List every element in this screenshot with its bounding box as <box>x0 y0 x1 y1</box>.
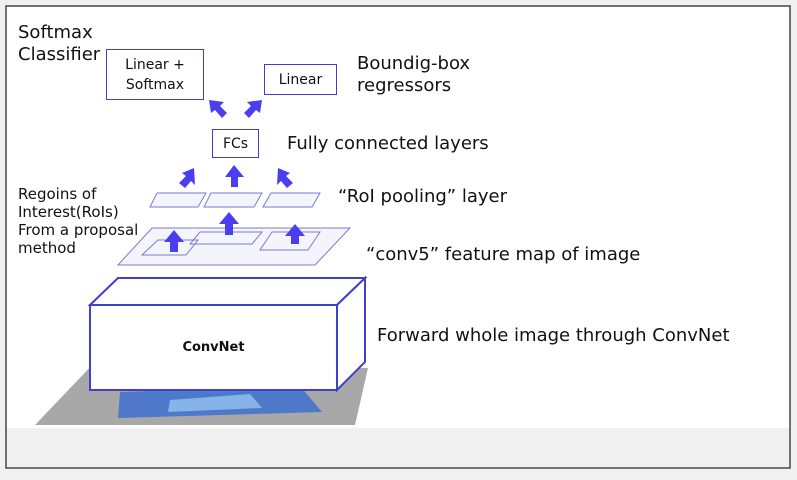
arrows-fcs-to-heads <box>209 100 262 118</box>
linear-softmax-box: Linear + Softmax <box>106 49 204 100</box>
linear-softmax-label: Linear + Softmax <box>125 56 185 93</box>
fcs-label: FCs <box>222 135 249 152</box>
up-left-arrow-icon <box>209 100 227 118</box>
roi-region-1 <box>140 239 200 256</box>
softmax-classifier-label: Softmax Classifier <box>18 22 101 65</box>
roi-region-3 <box>259 231 321 251</box>
roi-pool-tile-2 <box>203 192 263 208</box>
convnet-label-box: ConvNet <box>92 307 335 388</box>
conv5-feature-map <box>116 227 352 266</box>
up-arrow-icon <box>164 230 184 252</box>
forward-image-label: Forward whole image through ConvNet <box>377 325 730 346</box>
up-right-arrow-icon <box>244 100 262 118</box>
rois-label: Regoins of Interest(RoIs) From a proposa… <box>18 185 139 257</box>
linear-box: Linear <box>264 64 337 95</box>
up-right-arrow-icon <box>179 168 195 188</box>
up-arrow-icon <box>225 165 244 187</box>
linear-label: Linear <box>278 71 323 88</box>
fcs-box: FCs <box>212 129 259 158</box>
input-image-highlight <box>168 394 262 412</box>
roi-pool-tile-3 <box>262 192 321 208</box>
conv5-feature-map-label: “conv5” feature map of image <box>366 244 641 265</box>
slide-footer-band <box>7 428 789 467</box>
up-arrow-icon <box>219 212 239 235</box>
bbox-regressors-label: Boundig-box regressors <box>357 53 471 96</box>
roi-pooling-layer-label: “RoI pooling” layer <box>338 186 508 207</box>
convnet-label: ConvNet <box>182 340 245 355</box>
convnet-box-front <box>89 304 338 391</box>
roi-pool-tile-1 <box>149 192 207 208</box>
roi-region-2 <box>188 231 264 245</box>
fully-connected-layers-label: Fully connected layers <box>287 133 489 154</box>
arrows-pool-to-fcs <box>179 165 293 188</box>
up-arrow-icon <box>285 224 305 244</box>
convnet-box-top <box>87 277 368 306</box>
up-left-arrow-icon <box>277 168 293 188</box>
arrows-roi-to-pool <box>164 212 305 252</box>
